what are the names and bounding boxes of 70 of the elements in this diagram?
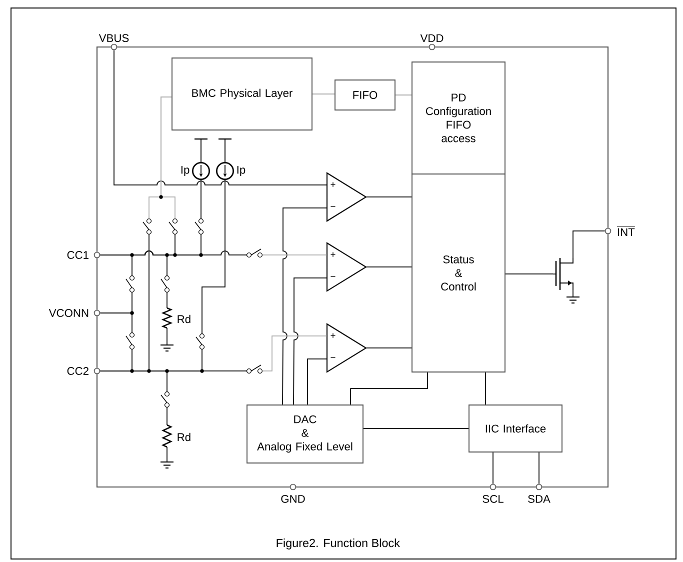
wire: [262, 254, 328, 256]
wire: [160, 96, 176, 220]
wire: [202, 180, 226, 334]
block-box: IIC Interface: [468, 404, 562, 452]
resistor-symbol: [161, 424, 173, 448]
switch-symbol: [246, 248, 263, 258]
wire: [166, 446, 168, 462]
wire: [492, 452, 494, 484]
wire: [307, 358, 328, 405]
wire: [114, 50, 328, 186]
ground-symbol: [566, 296, 580, 304]
pin-label: GND: [281, 494, 305, 503]
pin-label: INT: [616, 226, 636, 236]
wire: [100, 312, 132, 334]
wire: [262, 336, 328, 372]
block-box: FIFO: [334, 80, 396, 110]
wire: [363, 428, 469, 429]
ground-symbol: [160, 461, 174, 469]
wire: [282, 208, 328, 405]
input-sign: −: [330, 357, 336, 358]
wire: [200, 180, 202, 220]
component-label: Ip: [237, 166, 246, 176]
wire: [166, 328, 168, 346]
current-source-symbol: [216, 138, 234, 180]
resistor-symbol: [161, 307, 173, 329]
switch-symbol: [142, 218, 152, 235]
pin-label: CC2: [67, 367, 88, 375]
block-box: DAC & Analog Fixed Level: [246, 404, 364, 464]
switch-symbol: [196, 333, 205, 350]
wire: [100, 250, 168, 276]
switch-symbol: [160, 275, 170, 293]
wire: [572, 230, 606, 258]
switch-symbol: [194, 218, 204, 235]
input-sign: +: [330, 182, 336, 187]
switch-symbol: [126, 275, 135, 293]
block-box: PD Configuration FIFO access: [412, 62, 506, 174]
component-label: Ip: [181, 166, 190, 176]
switch-symbol: [168, 218, 178, 235]
caption: Figure2. Function Block: [276, 538, 400, 550]
wire: [100, 370, 168, 392]
switch-symbol: [246, 364, 263, 374]
wire: [293, 278, 328, 405]
pin-label: SDA: [528, 494, 550, 503]
ground-symbol: [160, 344, 174, 352]
block-box: BMC Physical Layer: [172, 58, 312, 130]
wire: [350, 372, 428, 405]
wire: [166, 292, 168, 308]
pin-label: VCONN: [48, 309, 88, 317]
pin-label: VBUS: [98, 34, 129, 42]
input-sign: −: [330, 206, 336, 207]
input-sign: +: [330, 252, 336, 257]
current-source-symbol: [192, 138, 210, 180]
switch-symbol: [126, 332, 135, 350]
input-sign: +: [330, 333, 336, 338]
wire: [395, 94, 412, 96]
wire: [538, 452, 540, 484]
input-sign: −: [330, 276, 336, 277]
pin-label: SCL: [482, 494, 504, 503]
wire: [366, 266, 412, 268]
pin-label: VDD: [420, 34, 444, 42]
block-box: Status & Control: [412, 174, 506, 372]
component-label: Rd: [178, 432, 190, 442]
wire: [572, 290, 574, 298]
transistor-symbol: [552, 258, 574, 290]
wire: [485, 372, 486, 405]
wire: [166, 406, 168, 426]
component-label: Rd: [178, 314, 190, 324]
wire: [366, 196, 412, 198]
pin-label: CC1: [67, 251, 88, 259]
switch-symbol: [160, 391, 170, 408]
